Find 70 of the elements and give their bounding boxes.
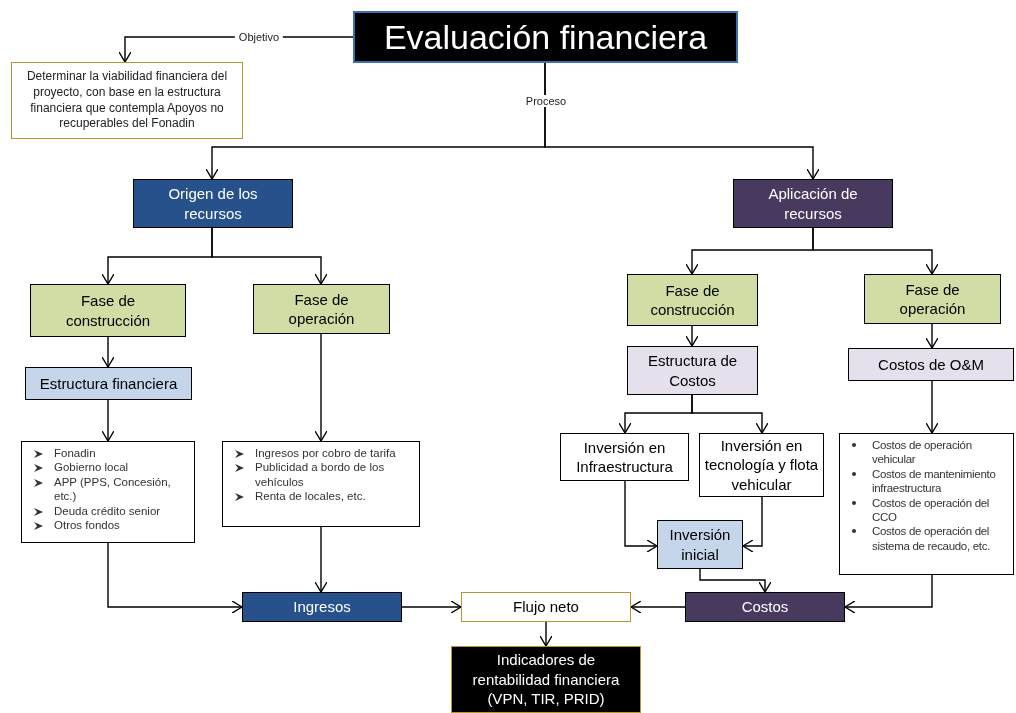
arrow (812, 227, 939, 275)
title-box (353, 11, 738, 63)
objective-box (11, 62, 243, 139)
list-item: Fonadin (54, 446, 97, 461)
category-box (133, 179, 293, 228)
phase-box (864, 274, 1001, 324)
arrow (925, 380, 939, 434)
arrow (211, 227, 328, 285)
box-text: Ingresos (292, 597, 352, 617)
category-box (733, 179, 893, 228)
arrow (699, 568, 772, 593)
arrow (401, 600, 462, 614)
list-item: Deuda crédito senior (54, 503, 162, 518)
list-item: Costos de operación vehicular (872, 438, 973, 467)
arrow (101, 399, 115, 442)
list-item: Costos de operación del sistema de recaudo, etc. (872, 524, 992, 553)
arrow (107, 542, 243, 614)
process-box (657, 520, 743, 569)
box-text: Inversión en tecnología y flota vehicular (703, 435, 820, 495)
box-text: Indicadores de rentabilidad financiera (VPN, TIR, PRID) (471, 650, 621, 709)
arrow (539, 621, 553, 647)
phase-box (627, 274, 758, 326)
arrow (685, 325, 699, 347)
box-text: Estructura de Costos (646, 351, 739, 390)
list-item: Publicidad a bordo de los vehículos (255, 460, 386, 490)
edge-label: Objetivo (234, 31, 284, 43)
box-text: Estructura financiera (38, 373, 179, 394)
list-item: Otros fondos (54, 517, 121, 533)
box-text: Costos de O&M (877, 354, 985, 375)
box-text: Fase de operación (287, 289, 356, 329)
box-text: Costos (740, 597, 790, 617)
result-box (451, 646, 641, 713)
box-text: Inversión en Infraestructura (575, 437, 674, 477)
arrow (844, 574, 933, 614)
box-text: Inversión inicial (668, 525, 732, 564)
result-box (242, 592, 402, 622)
result-box (461, 592, 631, 622)
process-box (560, 433, 689, 481)
box-text: Determinar la viabilidad financiera del proyecto, con base en la estructura financiera que contempla Apoyos no recuperables del Fonadin (25, 69, 229, 132)
arrow (630, 600, 686, 614)
phase-box (30, 284, 186, 337)
process-box (25, 367, 192, 400)
arrow (925, 323, 939, 349)
arrow (691, 394, 769, 434)
arrow (314, 526, 328, 593)
result-box (685, 592, 845, 622)
phase-box (253, 284, 390, 334)
list-item: APP (PPS, Concesión, etc.) (54, 474, 172, 504)
process-box (848, 348, 1014, 381)
process-box (627, 346, 758, 395)
box-text: Fase de operación (898, 279, 967, 319)
list-item: Costos de operación del CCO (872, 495, 991, 525)
box-text: Flujo neto (512, 597, 580, 617)
list-item: Renta de locales, etc. (255, 489, 367, 504)
box-text: Origen de los recursos (167, 184, 259, 223)
arrow (314, 333, 328, 442)
box-text: Fase de construcción (649, 280, 736, 320)
list-item: Ingresos por cobro de tarifa (255, 446, 397, 461)
list-box (222, 441, 420, 527)
list-item: Gobierno local (54, 460, 130, 475)
list-box (839, 433, 1014, 575)
arrow (544, 62, 820, 180)
list-box (21, 441, 195, 543)
list-item: Costos de mantenimiento infraestructura (872, 466, 997, 496)
box-text: Aplicación de recursos (767, 184, 859, 223)
box-text: Fase de construcción (64, 291, 152, 330)
arrow (624, 480, 658, 553)
arrow (101, 336, 115, 368)
arrow (742, 496, 763, 553)
box-text: Evaluación financiera (382, 16, 709, 58)
